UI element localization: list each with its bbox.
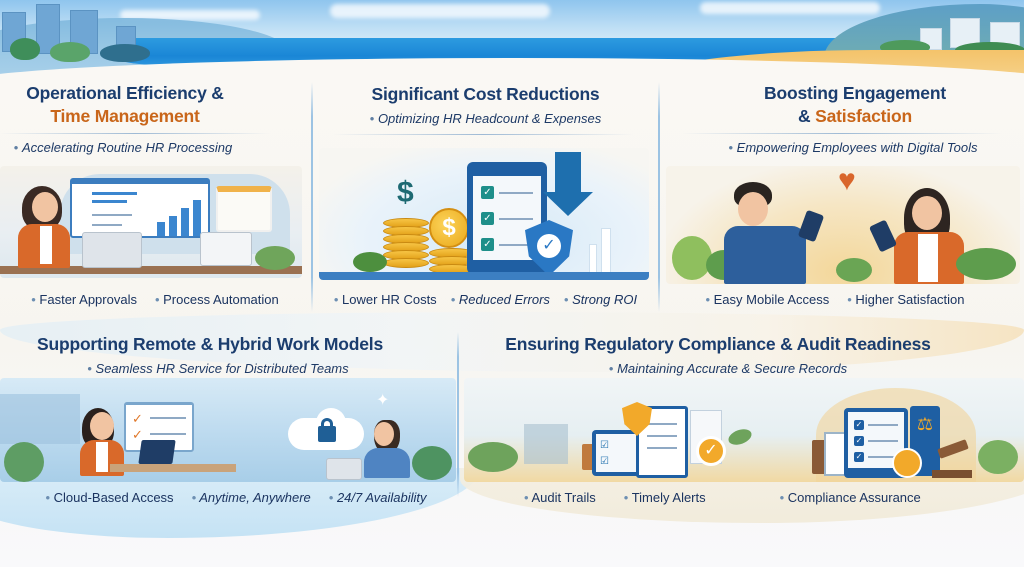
bullet-item: 24/7 Availability <box>329 490 427 505</box>
panel-subtitle: Maintaining Accurate & Secure Records <box>446 361 1010 376</box>
man-figure <box>724 226 806 284</box>
panel-title: Significant Cost Reductions <box>371 84 600 104</box>
laptop-2 <box>200 232 252 266</box>
tablet-icon <box>868 219 898 253</box>
panel-subtitle: Accelerating Routine HR Processing <box>0 140 278 155</box>
panel-title: Supporting Remote & Hybrid Work Models <box>37 334 383 354</box>
panel-operational-efficiency: Operational Efficiency & Time Management… <box>0 80 310 315</box>
bullet-item: Strong ROI <box>564 292 637 307</box>
bullet-item: Higher Satisfaction <box>847 292 964 307</box>
panel-title: Boosting Engagement & Satisfaction <box>764 83 946 126</box>
panel-bullets: Cloud-Based Access Anytime, Anywhere 24/… <box>8 490 464 505</box>
bullet-item: Timely Alerts <box>624 490 706 505</box>
panel-bullets: Audit Trails Timely Alerts Compliance As… <box>438 490 1002 505</box>
panel-cost-reductions: Significant Cost Reductions Optimizing H… <box>313 80 658 315</box>
dollar-sign-icon: $ <box>397 176 414 209</box>
bullet-item: Process Automation <box>155 292 279 307</box>
panel-subtitle: Optimizing HR Headcount & Expenses <box>313 111 658 126</box>
panel-title: Operational Efficiency & Time Management <box>26 83 224 126</box>
down-arrow-head <box>543 192 593 216</box>
coin-stack-icon <box>383 218 429 268</box>
illustration-remote-workers: ✓ ✓ ✦ <box>0 378 456 482</box>
illustration-employees-tablets: ♥ <box>666 166 1020 284</box>
heart-icon: ♥ <box>838 166 856 197</box>
dollar-coin-icon: $ <box>429 208 469 248</box>
down-arrow-icon <box>555 152 581 192</box>
cloud-lock-icon <box>288 408 364 450</box>
illustration-woman-dashboard <box>0 166 302 278</box>
bullet-item: Faster Approvals <box>31 292 137 307</box>
panel-title: Ensuring Regulatory Compliance & Audit R… <box>505 334 931 354</box>
bullet-item: Lower HR Costs <box>334 292 437 307</box>
illustration-compliance-docs: ☑ ☑ ✓ ✓ ✓ ✓ <box>464 378 1024 482</box>
panel-subtitle: Empowering Employees with Digital Tools <box>672 140 1024 155</box>
panel-remote-hybrid: Supporting Remote & Hybrid Work Models S… <box>0 330 456 520</box>
calendar-screen <box>216 186 272 232</box>
illustration-cost-savings: $ $ ✓ ✓ ✓ ✓ <box>319 148 649 280</box>
dashboard-screen <box>70 178 210 238</box>
panel-bullets: Faster Approvals Process Automation <box>0 292 310 307</box>
bullet-item: Easy Mobile Access <box>705 292 830 307</box>
panel-engagement: Boosting Engagement & Satisfaction Empow… <box>662 80 1024 315</box>
panel-regulatory-compliance: Ensuring Regulatory Compliance & Audit R… <box>460 330 1024 520</box>
star-icon: ✦ <box>376 392 390 409</box>
check-badge-icon: ✓ <box>696 436 726 466</box>
divider-1 <box>311 82 313 312</box>
bullet-item: Cloud-Based Access <box>45 490 174 505</box>
panel-bullets: Lower HR Costs Reduced Errors Strong ROI <box>313 292 658 307</box>
divider-2 <box>658 82 660 312</box>
bullet-item: Compliance Assurance <box>780 490 921 505</box>
bullet-item: Reduced Errors <box>451 292 550 307</box>
tablet-icon <box>797 209 825 243</box>
bullet-item: Audit Trails <box>524 490 595 505</box>
laptop <box>138 440 176 464</box>
header-landscape-banner <box>0 0 1024 80</box>
panel-bullets: Easy Mobile Access Higher Satisfaction <box>654 292 1016 307</box>
laptop <box>82 232 142 268</box>
bullet-item: Anytime, Anywhere <box>192 490 311 505</box>
panel-subtitle: Seamless HR Service for Distributed Team… <box>0 361 446 376</box>
divider-3 <box>457 332 459 497</box>
shield-badge-icon <box>892 448 922 478</box>
